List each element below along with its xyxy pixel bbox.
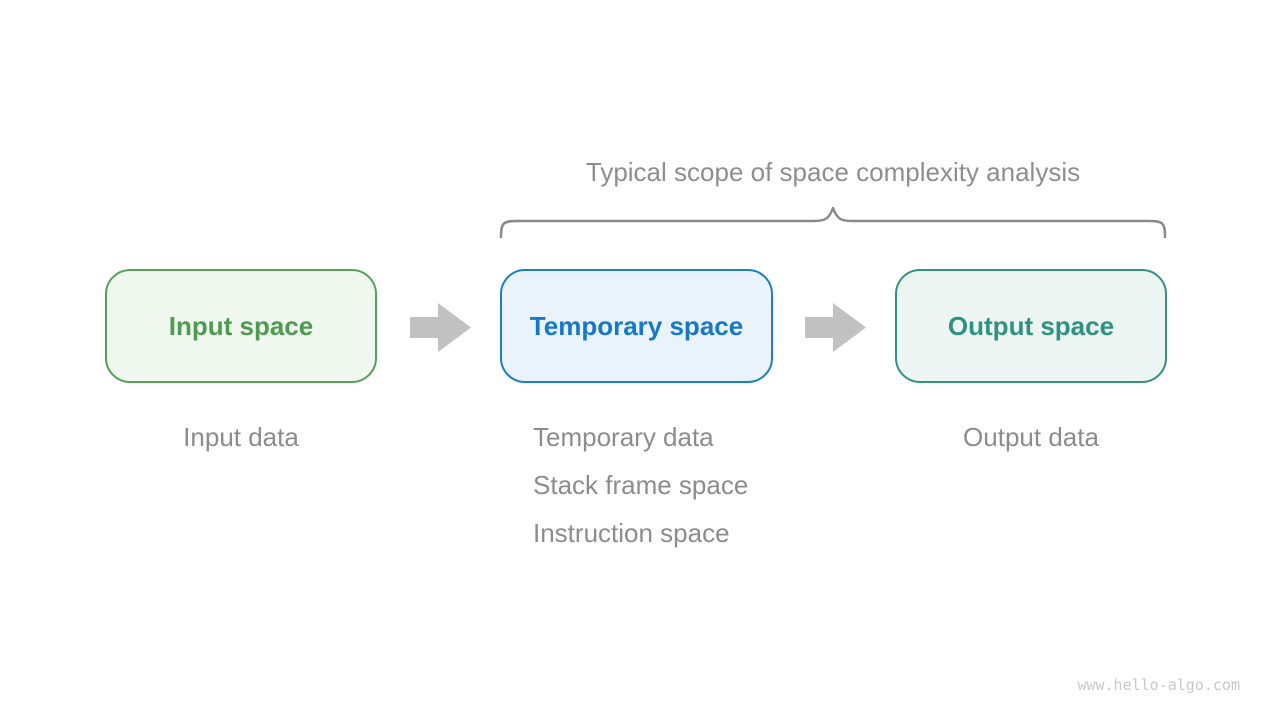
brace-title: Typical scope of space complexity analys… [585, 157, 1081, 187]
arrow-right-icon [410, 303, 471, 352]
temporary-data-caption: Temporary data [533, 422, 714, 452]
input-space-label: Input space [168, 310, 314, 341]
brace-icon [499, 206, 1167, 239]
instruction-space-caption: Instruction space [533, 518, 730, 548]
input-space-box: Input space [105, 269, 377, 383]
arrow-right-icon [805, 303, 866, 352]
output-space-box: Output space [895, 269, 1167, 383]
temporary-captions: Temporary data Stack frame space Instruc… [533, 413, 748, 557]
temporary-space-box: Temporary space [500, 269, 773, 383]
output-data-caption: Output data [963, 422, 1099, 452]
watermark: www.hello-algo.com [1077, 676, 1240, 694]
brace-path [499, 206, 1167, 239]
arrow-right-shape [805, 303, 866, 352]
output-space-label: Output space [947, 310, 1115, 341]
arrow-right-shape [410, 303, 471, 352]
stack-frame-space-caption: Stack frame space [533, 470, 749, 500]
input-data-caption: Input data [183, 422, 299, 452]
temporary-space-label: Temporary space [529, 310, 744, 341]
